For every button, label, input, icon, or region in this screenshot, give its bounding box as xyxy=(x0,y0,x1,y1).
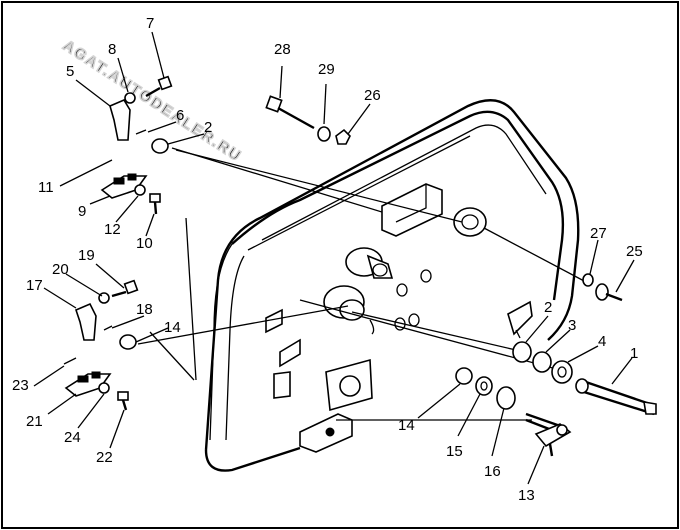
spring-23 xyxy=(63,357,77,365)
center-lines xyxy=(137,147,587,421)
callout-26: 26 xyxy=(364,87,381,104)
callout-12: 12 xyxy=(104,221,121,238)
washer-24 xyxy=(98,382,110,394)
callout-19: 19 xyxy=(78,247,95,264)
bolt-10 xyxy=(149,193,161,215)
callout-20: 20 xyxy=(52,261,69,278)
bolt-19 xyxy=(111,279,139,298)
callout-24: 24 xyxy=(64,429,81,446)
callout-18: 18 xyxy=(136,301,153,318)
ring-27 xyxy=(582,273,594,287)
bushing-2-right xyxy=(512,341,532,363)
latch-5 xyxy=(109,98,131,141)
case-housing xyxy=(204,99,580,472)
screw-25 xyxy=(595,283,623,302)
callout-15: 15 xyxy=(446,443,463,460)
callout-2-top: 2 xyxy=(204,119,212,136)
washer-16 xyxy=(496,386,516,410)
callout-8: 8 xyxy=(108,41,116,58)
callout-labels: 28 29 26 7 8 5 6 2 11 9 12 10 19 20 17 1… xyxy=(12,15,643,504)
washer-12 xyxy=(134,184,146,196)
callout-11: 11 xyxy=(38,179,54,196)
callout-16: 16 xyxy=(484,463,501,480)
callout-6: 6 xyxy=(176,107,184,124)
crank-13 xyxy=(525,412,572,457)
callout-22: 22 xyxy=(96,449,113,466)
callout-2-right: 2 xyxy=(544,299,552,316)
callout-1: 1 xyxy=(630,345,638,362)
washer-3 xyxy=(532,351,552,373)
pin-6 xyxy=(135,129,147,135)
spring-11 xyxy=(99,159,113,167)
washer-8 xyxy=(124,92,136,104)
callout-4: 4 xyxy=(598,333,606,350)
callout-14-left: 14 xyxy=(164,319,181,336)
bushing-14-right xyxy=(455,367,473,385)
callout-5: 5 xyxy=(66,63,74,80)
washer-4 xyxy=(551,360,573,384)
washer-29 xyxy=(317,126,331,142)
pin-1 xyxy=(575,378,657,416)
callout-21: 21 xyxy=(26,413,43,430)
callout-7: 7 xyxy=(146,15,154,32)
latch-17 xyxy=(75,302,97,341)
callout-leaders xyxy=(33,31,635,485)
callout-28: 28 xyxy=(274,41,291,58)
callout-14-right: 14 xyxy=(398,417,415,434)
callout-10: 10 xyxy=(136,235,153,252)
callout-3: 3 xyxy=(568,317,576,334)
callout-9: 9 xyxy=(78,203,86,220)
callout-17: 17 xyxy=(26,277,43,294)
bushing-2-top xyxy=(151,138,169,154)
callout-29: 29 xyxy=(318,61,335,78)
bolt-7 xyxy=(145,75,173,98)
clip-9 xyxy=(100,173,148,199)
callout-27: 27 xyxy=(590,225,607,242)
bolt-22 xyxy=(117,391,129,411)
callout-13: 13 xyxy=(518,487,535,504)
bushing-14-left xyxy=(119,334,137,350)
washer-15 xyxy=(475,376,493,396)
nut-26 xyxy=(335,128,351,145)
bolt-28 xyxy=(265,95,315,130)
callout-23: 23 xyxy=(12,377,29,394)
pin-18 xyxy=(103,325,113,331)
callout-25: 25 xyxy=(626,243,643,260)
